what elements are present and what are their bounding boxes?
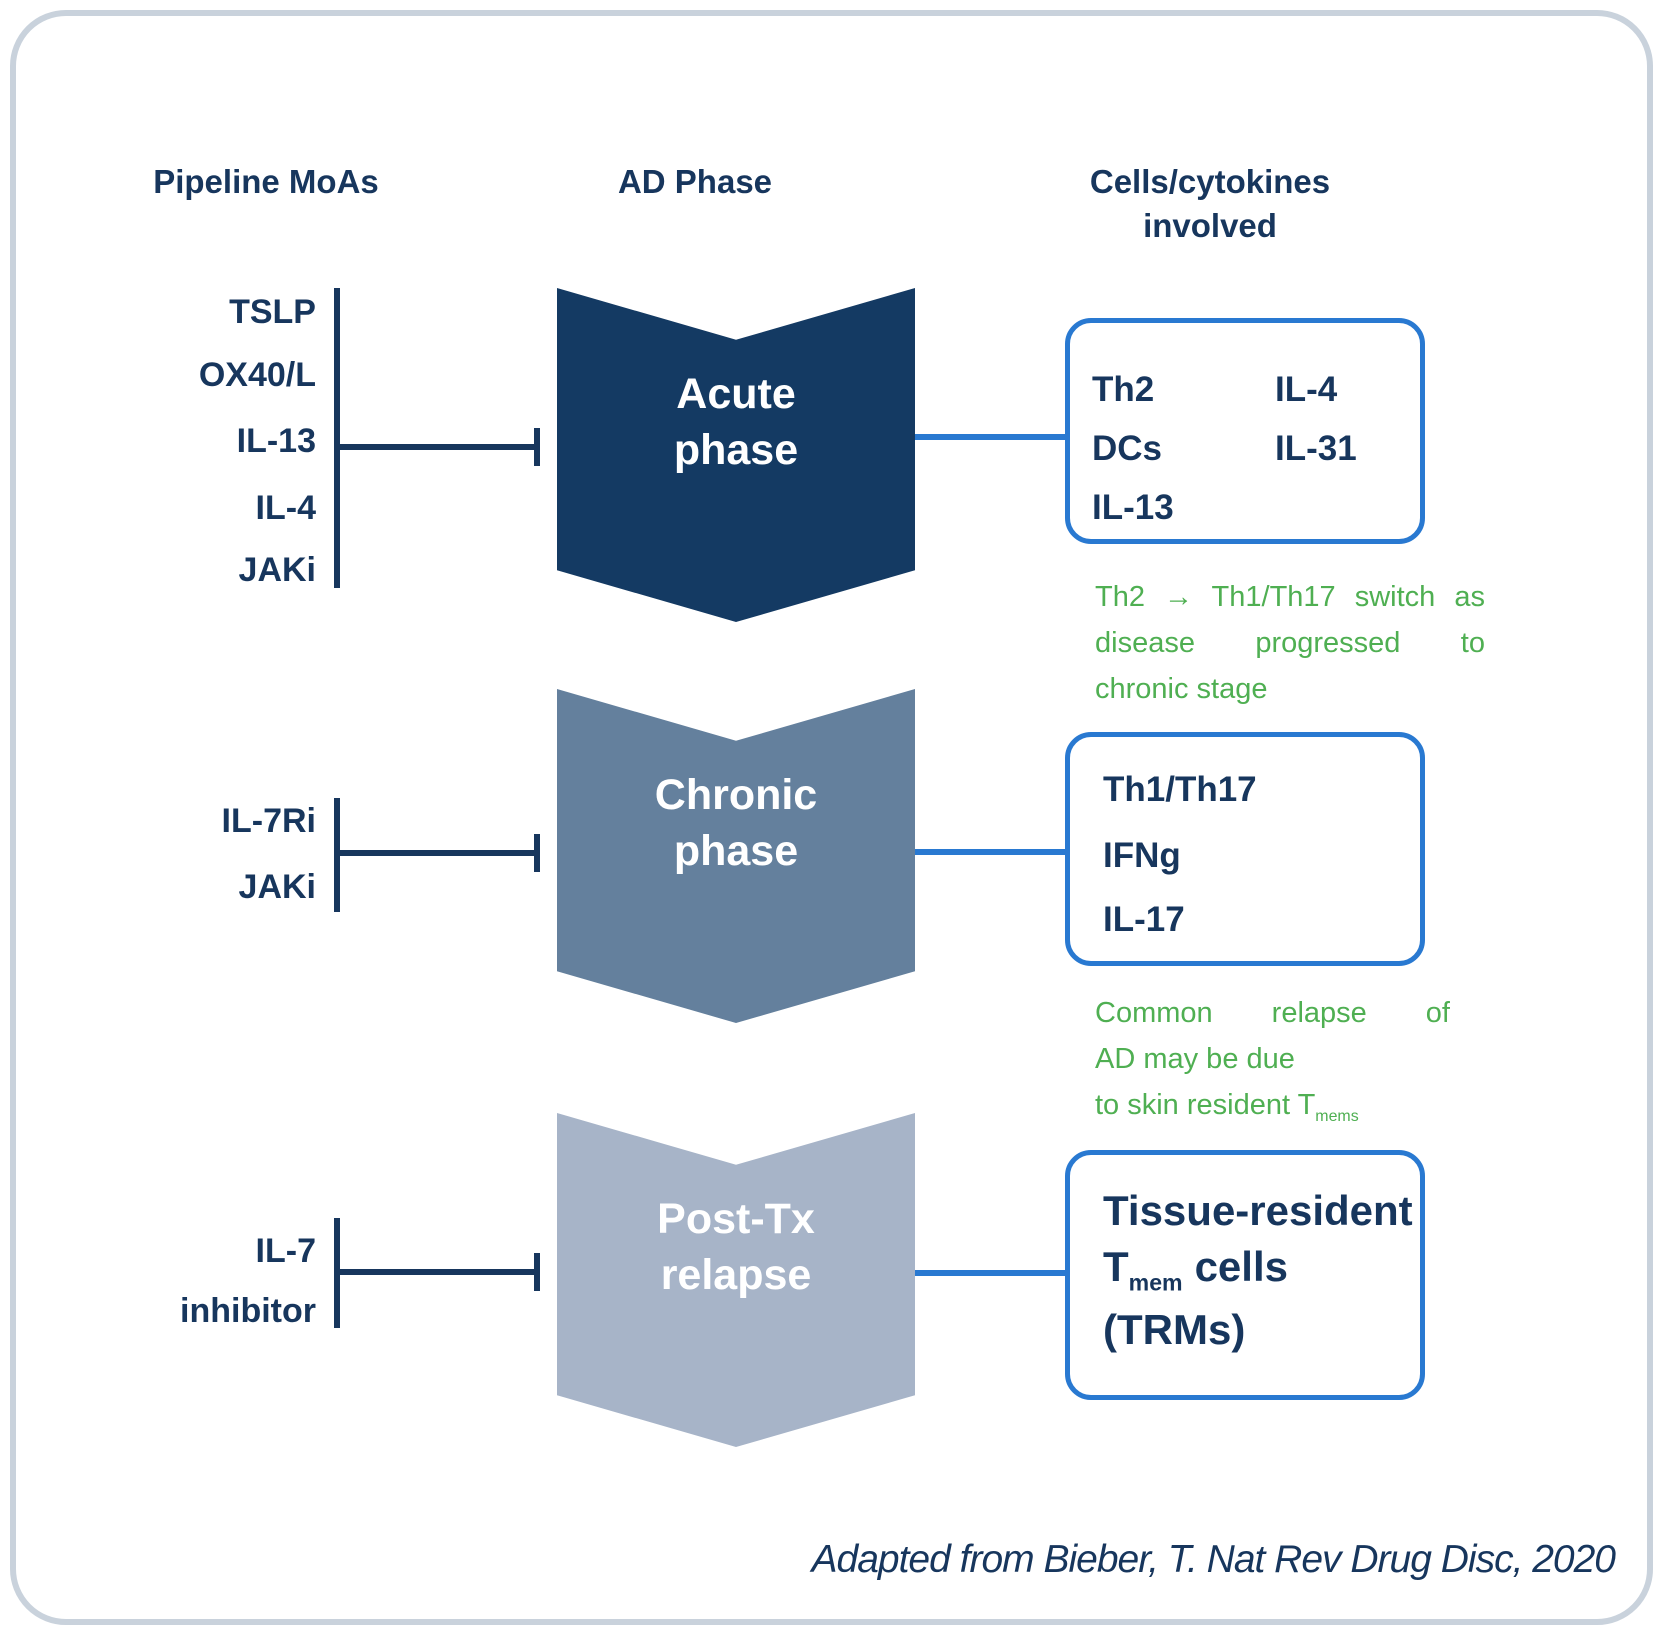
moa-label-il4: IL-4 xyxy=(255,489,316,527)
note1-line1: Th2 → Th1/Th17 switch as xyxy=(1095,581,1485,613)
cell-item-th1th17: Th1/Th17 xyxy=(1103,770,1257,809)
chronic-label-line2: phase xyxy=(673,827,799,875)
citation: Adapted from Bieber, T. Nat Rev Drug Dis… xyxy=(811,1538,1616,1581)
cells-box-acute: Th2 DCs IL-13 IL-4 IL-31 xyxy=(1065,318,1425,544)
moa-label-ox40l: OX40/L xyxy=(198,356,316,394)
note2-line2: AD may be due xyxy=(1095,1043,1295,1075)
tmem-t: T xyxy=(1103,1243,1129,1290)
posttx-inhibitor-cap xyxy=(534,1253,540,1291)
column-header-pipeline-moas: Pipeline MoAs xyxy=(153,163,379,200)
note2-line3-subscript: mems xyxy=(1315,1107,1359,1125)
chronic-label-line1: Chronic xyxy=(654,771,818,819)
chronic-box-connector xyxy=(915,849,1065,855)
posttx-inhibitor-line xyxy=(338,1269,538,1275)
moa-label-jaki-chronic: JAKi xyxy=(238,868,316,906)
acute-label-line2: phase xyxy=(673,426,799,474)
column-header-cells-line1: Cells/cytokines xyxy=(1089,163,1331,200)
acute-inhibitor-line xyxy=(338,444,538,450)
chronic-moa-bracket-line xyxy=(334,798,340,912)
moa-label-inhibitor: inhibitor xyxy=(180,1292,316,1330)
column-header-ad-phase: AD Phase xyxy=(617,163,773,200)
note1-line3: chronic stage xyxy=(1095,673,1268,705)
note2-line3: to skin resident Tmems xyxy=(1095,1082,1450,1140)
chronic-inhibitor-cap xyxy=(534,834,540,872)
cells-box-chronic: Th1/Th17 IFNg IL-17 xyxy=(1065,732,1425,966)
moa-label-il7: IL-7 xyxy=(255,1232,316,1270)
chevron-chronic-phase xyxy=(557,689,915,1023)
note2-line3-main: to skin resident T xyxy=(1095,1089,1316,1121)
chevron-chronic-phase-label: Chronic phase xyxy=(557,767,915,879)
moa-label-tslp: TSLP xyxy=(229,293,316,331)
posttx-label-line2: relapse xyxy=(660,1251,812,1299)
cell-item-tissue-resident: Tissue-resident xyxy=(1103,1187,1413,1234)
note2-line1: Common relapse of xyxy=(1095,997,1450,1029)
column-header-cells-cytokines: Cells/cytokines involved xyxy=(1010,160,1410,248)
acute-inhibitor-cap xyxy=(534,428,540,466)
acute-label-line1: Acute xyxy=(676,370,796,418)
cell-item-ifng: IFNg xyxy=(1103,836,1181,875)
posttx-label-line1: Post-Tx xyxy=(657,1195,815,1243)
cell-item-il13: IL-13 xyxy=(1092,488,1174,527)
chevron-posttx-relapse xyxy=(557,1113,915,1447)
note-common-relapse: Common relapse of AD may be due to skin … xyxy=(1095,990,1450,1140)
cell-item-il17: IL-17 xyxy=(1103,900,1185,939)
note-th2-switch: Th2 → Th1/Th17 switch as disease progres… xyxy=(1095,574,1485,712)
tmem-subscript: mem xyxy=(1128,1269,1183,1296)
cell-item-th2: Th2 xyxy=(1092,370,1155,409)
cell-item-il4: IL-4 xyxy=(1275,370,1338,409)
tmem-rest: cells (TRMs) xyxy=(1103,1243,1288,1354)
posttx-box-connector xyxy=(915,1270,1065,1276)
posttx-moa-bracket-line xyxy=(334,1218,340,1328)
acute-box-connector xyxy=(915,434,1065,440)
chevron-acute-phase-label: Acute phase xyxy=(557,366,915,478)
note1-line2: disease progressed to xyxy=(1095,627,1485,659)
column-header-cells-line2: involved xyxy=(1143,207,1277,244)
moa-label-jaki: JAKi xyxy=(238,551,316,589)
moa-label-il7ri: IL-7Ri xyxy=(221,802,316,840)
moa-label-il13: IL-13 xyxy=(236,422,316,460)
chevron-acute-phase xyxy=(557,288,915,622)
cell-item-dcs: DCs xyxy=(1092,429,1163,468)
chevron-posttx-relapse-label: Post-Tx relapse xyxy=(557,1191,915,1303)
chronic-inhibitor-line xyxy=(338,850,538,856)
acute-moa-bracket-line xyxy=(334,288,340,588)
cell-item-il31: IL-31 xyxy=(1275,429,1357,468)
